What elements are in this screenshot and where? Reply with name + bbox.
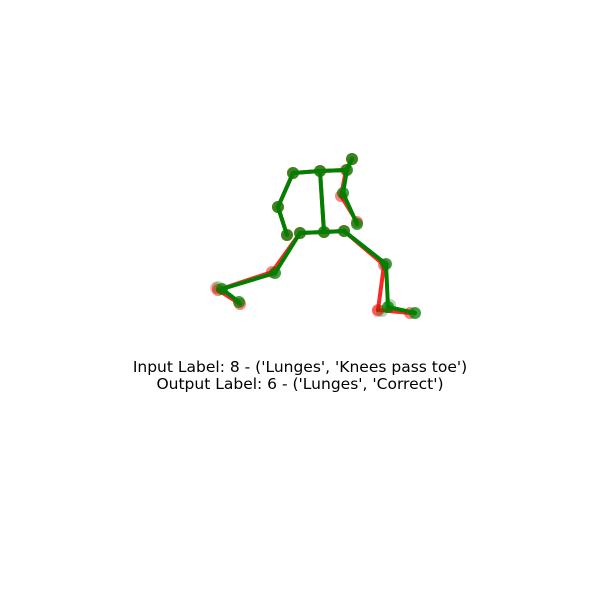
input-label-text: Input Label: 8 - ('Lunges', 'Knees pass … [132, 358, 468, 376]
output-joint-l_knee [269, 267, 281, 279]
output-joint-head [341, 164, 353, 176]
output-bone-neck-pelvis [318, 169, 326, 234]
output-joint-l_elbow [272, 201, 284, 213]
output-joint-l_hip [294, 227, 306, 239]
output-joint-r_hip [338, 225, 350, 237]
output-joint-pelvis [318, 226, 330, 238]
output-joint-eye [351, 218, 363, 230]
output-label-text: Output Label: 6 - ('Lunges', 'Correct') [156, 375, 444, 393]
output-joint-l_shoulder [287, 167, 299, 179]
output-joint-r_knee [380, 258, 392, 270]
output-bone-l_hip-l_knee [273, 231, 302, 275]
input-bone-r_knee-r_ankle [376, 263, 386, 312]
output-joint-ghost-2 [384, 299, 396, 311]
output-joint-ghost-0 [212, 281, 224, 293]
output-bone-l_knee-l_ankle [220, 271, 277, 291]
output-joint-r_toe [409, 307, 421, 319]
output-bone-r_knee-r_ankle [384, 262, 390, 309]
input-joint-ghost-1 [372, 305, 384, 317]
output-bone-l_shoulder-l_elbow [276, 171, 295, 209]
output-bone-r_hip-r_knee [342, 229, 388, 266]
output-joint-head_top [346, 153, 358, 165]
output-joint-r_ankle [382, 301, 394, 313]
output-joint-l_toe [233, 296, 245, 308]
output-joint-l_ankle [216, 283, 228, 295]
output-pose-skeleton [212, 153, 421, 319]
input-pose-skeleton [210, 153, 416, 319]
output-joint-nose [337, 187, 349, 199]
input-joint-r_ankle [372, 304, 384, 316]
output-joint-neck [314, 165, 326, 177]
output-joint-ghost-1 [376, 305, 388, 317]
output-joint-l_wrist [281, 229, 293, 241]
